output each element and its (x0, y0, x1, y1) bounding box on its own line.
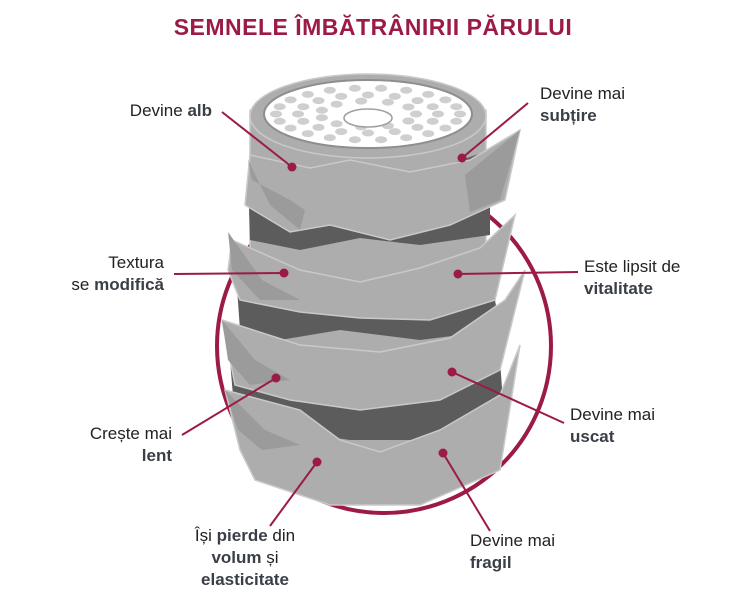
leader-textura (173, 272, 285, 275)
cortex-cell (270, 110, 282, 118)
cortex-cell (411, 97, 424, 105)
cortex-cell (301, 90, 314, 98)
leader-vitalitate-dot (453, 269, 463, 279)
hair-strand (221, 73, 526, 506)
scale-edge (222, 320, 290, 385)
cortex-cell (381, 98, 394, 106)
cortex-cell (439, 96, 452, 104)
leader-subtire-dot (457, 153, 467, 163)
cortex-cell (426, 103, 439, 111)
cortex-cell (355, 97, 368, 105)
cortex-cell (315, 114, 328, 122)
cortex-cell (273, 117, 286, 125)
cortex-cell (439, 124, 452, 132)
cortex-cell (422, 130, 435, 138)
cortex-cell (335, 128, 348, 136)
cortex-cell (388, 92, 401, 100)
label-textura: Textura se modifică (71, 253, 164, 294)
leader-uscat (451, 371, 565, 424)
leader-fragil-dot (438, 448, 448, 458)
cuticle-scale-4 (223, 344, 521, 506)
cortex-cell (312, 97, 325, 105)
cortex-cell (362, 129, 374, 137)
callout-lines (173, 102, 579, 532)
cortex-cell (323, 134, 336, 142)
label-uscat: Devine mai uscat (570, 405, 656, 446)
leader-fragil (442, 452, 491, 532)
leader-lent-dot (271, 373, 281, 383)
scale-edge (465, 130, 520, 212)
label-fragil: Devine mai fragil (470, 531, 556, 572)
cuticle-scale-2 (227, 212, 517, 321)
page-title: SEMNELE ÎMBĂTRÂNIRII PĂRULUI (173, 14, 573, 40)
cortex-cell (426, 117, 439, 125)
medulla (343, 108, 393, 128)
cortex-cells (270, 84, 466, 144)
scale-edge (228, 232, 300, 300)
cortex-cell (297, 117, 310, 125)
cortex-cell (454, 110, 466, 118)
leader-alb (221, 111, 293, 168)
cortex-cell (315, 106, 328, 114)
cortex-cell (402, 117, 415, 125)
cortex-cell (410, 110, 422, 118)
cortex-cell (400, 134, 413, 142)
label-lent: Crește mai lent (89, 424, 172, 465)
cortex-cell (348, 136, 361, 144)
cortex-cell (432, 110, 444, 118)
cortex-cell (330, 100, 343, 108)
leader-volum (269, 461, 318, 527)
cortex-cell (400, 86, 413, 94)
cuticle-scale-1 (244, 128, 522, 241)
cortex-cell (312, 123, 325, 131)
scale-edge (248, 160, 305, 230)
cortex-cell (411, 123, 424, 131)
cortex-cell (284, 96, 297, 104)
cortex-cell (348, 84, 361, 92)
label-alb: Devine alb (129, 101, 212, 120)
leader-volum-dot (312, 457, 322, 467)
leader-subtire (461, 102, 529, 159)
label-subtire: Devine mai subțire (540, 84, 626, 125)
cortex-cell (284, 124, 297, 132)
cortex-cell (388, 128, 401, 136)
label-vitalitate: Este lipsit de vitalitate (584, 257, 681, 298)
scale-edge (225, 390, 300, 450)
cortex-cell (323, 86, 336, 94)
cortex-cell (301, 130, 314, 138)
leader-alb-dot (287, 162, 297, 172)
cortex-cell (375, 136, 388, 144)
leader-textura-dot (279, 268, 289, 278)
leader-lent (181, 377, 277, 436)
cortex-cell (422, 90, 435, 98)
cortex-cell (362, 91, 374, 99)
cortex-cell (297, 103, 310, 111)
cortex-cell (335, 92, 348, 100)
cortex-cell (273, 103, 286, 111)
cortex-cell (330, 120, 343, 128)
cortex-cell (375, 84, 388, 92)
cortex-cell (292, 110, 304, 118)
cortex-cell (450, 103, 463, 111)
leader-vitalitate (457, 271, 579, 275)
cortex-cell (450, 117, 463, 125)
cortex-cell (402, 103, 415, 111)
label-volum: Își pierde din volum și elasticitate (194, 526, 296, 589)
leader-uscat-dot (447, 367, 457, 377)
